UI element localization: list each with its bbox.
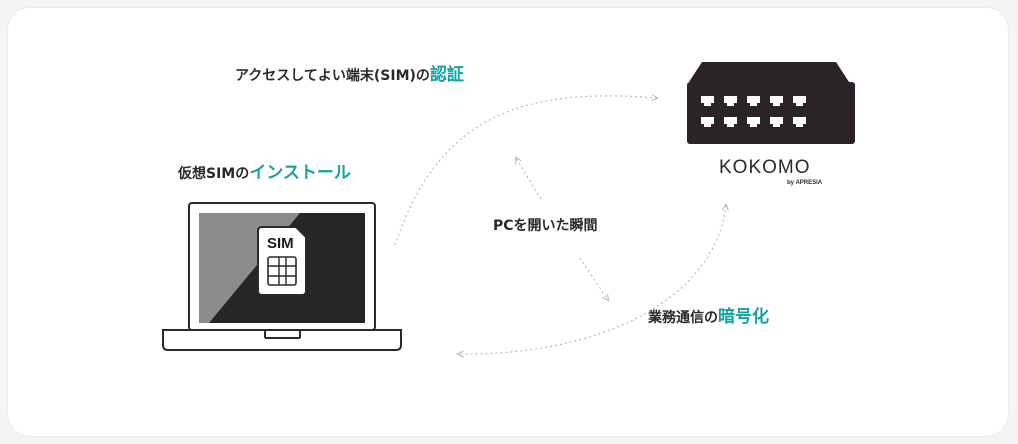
moment-label: PCを開いた瞬間 (493, 218, 598, 234)
encrypt-label: 業務通信の暗号化 (648, 302, 769, 327)
kokomo-logo: KOKOMO (719, 157, 811, 178)
sim-card-label: SIM (267, 235, 294, 252)
install-label: 仮想SIMのインストール (178, 158, 351, 183)
auth-highlight: 認証 (429, 65, 464, 85)
apresia-byline: by APRESIA (787, 180, 823, 186)
encrypt-highlight: 暗号化 (718, 307, 769, 327)
network-switch-icon (687, 62, 855, 144)
auth-label: アクセスしてよい端末(SIM)の認証 (235, 60, 464, 85)
install-label-text: 仮想SIMの (178, 166, 250, 182)
arrow-moment-up (516, 158, 542, 200)
auth-label-text: アクセスしてよい端末(SIM)の (235, 68, 430, 84)
arrow-moment-down (579, 257, 608, 300)
sim-card-icon (257, 226, 307, 296)
install-highlight: インストール (249, 163, 351, 183)
arrow-encrypted-return (458, 205, 726, 354)
encrypt-label-text: 業務通信の (648, 310, 718, 326)
